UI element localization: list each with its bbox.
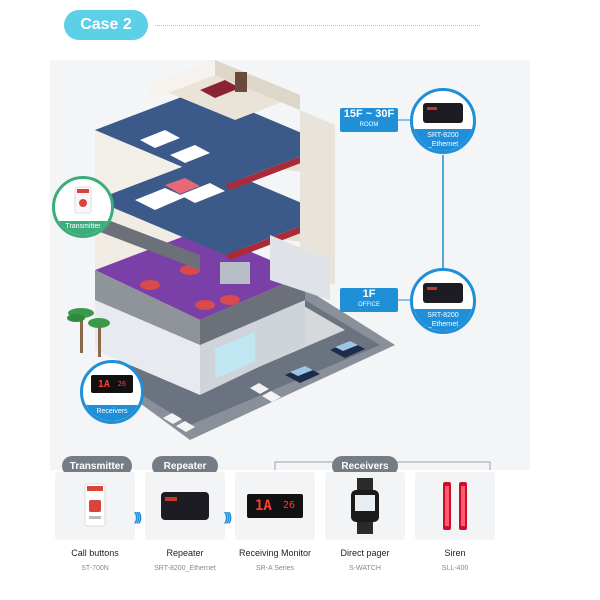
repeater-suffix: _Ethernet [427, 321, 459, 328]
legend-item-model: S-WATCH [349, 565, 381, 572]
bed-2 [140, 130, 180, 148]
repeater-label: SRT-8200 _Ethernet [413, 129, 473, 151]
wireless-signal-icon: ))) [134, 510, 142, 524]
watch-icon [351, 478, 379, 534]
repeater-label: SRT-8200 _Ethernet [413, 309, 473, 331]
legend-card-direct-pager [325, 472, 405, 540]
floor-range: 15F ~ 30F [343, 108, 395, 120]
legend-item-name: Receiving Monitor [238, 548, 312, 558]
repeater-model: SRT-8200 [427, 312, 459, 319]
legend-card-siren [415, 472, 495, 540]
monitor-display-num: 26 [117, 380, 127, 388]
floor-type: OFFICE [358, 302, 380, 308]
case-badge: Case 2 [64, 10, 148, 40]
repeater-device-icon [161, 492, 209, 520]
legend-item-name: Repeater [166, 548, 204, 558]
top-back-wall [150, 60, 215, 100]
palm-tree [67, 308, 94, 353]
floor-tag-upper: 15F ~ 30F ROOM [340, 108, 398, 132]
floor-range: 1F [362, 288, 376, 300]
legend-receivers-pill: Receivers [332, 456, 398, 476]
legend-item-name: Direct pager [340, 548, 390, 558]
upper-repeater-circle: SRT-8200 _Ethernet [410, 88, 476, 154]
top-bed [200, 80, 240, 98]
legend-item-name: Call buttons [71, 548, 119, 558]
office-furniture [140, 262, 250, 310]
monitor-display-text: 1A [255, 498, 272, 514]
table-1 [180, 183, 225, 203]
call-button-icon [74, 186, 92, 214]
monitor-display-num: 26 [283, 500, 296, 511]
transmitter-label: Transmitter [55, 221, 111, 235]
lobby-left-wall [95, 300, 200, 395]
floor-type: ROOM [359, 122, 379, 128]
repeater-suffix: _Ethernet [427, 141, 459, 148]
floor-tag-lower: 1F OFFICE [340, 288, 398, 312]
wardrobe [235, 72, 247, 92]
legend-item-model: SR-A Series [255, 565, 295, 572]
bed-3 [170, 145, 210, 163]
legend-item-name: Siren [444, 548, 466, 558]
legend-card-receiving-monitor: 1A 26 [235, 472, 315, 540]
sofa-1 [165, 178, 200, 194]
lobby-glass [215, 331, 255, 379]
legend-repeater-pill: Repeater [152, 456, 218, 476]
car [285, 366, 320, 383]
legend-item-model: ST-700N [81, 565, 109, 572]
bed-1 [135, 188, 185, 210]
repeater-device-icon [423, 283, 463, 303]
repeater-device-icon [423, 103, 463, 123]
legend-card-call-buttons [55, 472, 135, 540]
room-floor-blue [95, 160, 330, 255]
legend-card-repeater [145, 472, 225, 540]
repeater-model: SRT-8200 [427, 132, 459, 139]
office-slab-left [95, 270, 200, 345]
receiving-monitor: 1A 26 [91, 375, 133, 393]
crosswalk [163, 383, 281, 432]
receiving-monitor-icon [247, 494, 303, 518]
office-slab-right [200, 275, 305, 345]
wireless-signal-icon: ))) [224, 510, 232, 524]
receivers-circle: 1A 26 Receivers [80, 360, 144, 424]
call-button-icon [84, 483, 106, 527]
legend-transmitter-pill: Transmitter [62, 456, 132, 476]
transmitter-circle: Transmitter [52, 176, 114, 238]
mid-slab-left [95, 215, 200, 270]
car [330, 341, 365, 358]
palm-tree [88, 318, 110, 357]
case-divider [155, 25, 480, 26]
monitor-display-text: 1A [97, 378, 110, 390]
room-floor-upper [95, 90, 330, 185]
siren-icon [443, 482, 467, 530]
restroom [270, 235, 330, 300]
legend-item-model: SLL-400 [441, 565, 469, 572]
receivers-label: Receivers [83, 405, 141, 421]
lower-repeater-circle: SRT-8200 _Ethernet [410, 268, 476, 334]
legend-item-model: SRT-8200_Ethernet [154, 565, 216, 572]
side-wing [300, 110, 335, 285]
